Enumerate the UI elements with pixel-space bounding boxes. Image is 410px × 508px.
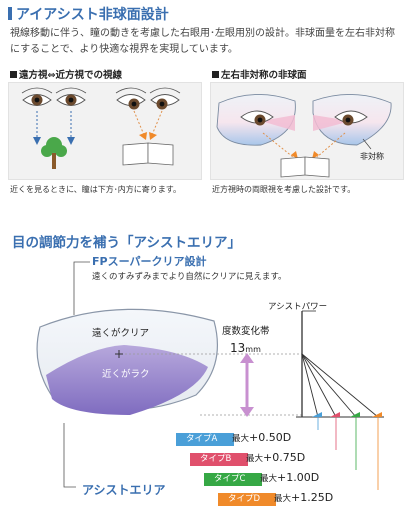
panel-left-illustration	[8, 82, 202, 180]
asymmetric-lens-illustration	[216, 94, 392, 178]
section-title: アイアシスト非球面設計	[8, 4, 169, 24]
type-a-max-prefix: 最大	[232, 434, 250, 444]
fp-title: FPスーパークリア設計	[92, 255, 207, 268]
square-bullet-icon	[10, 71, 17, 78]
band-value-unit: mm	[245, 345, 261, 354]
type-c-tag: タイプC	[204, 473, 262, 486]
type-d-max-prefix: 最大	[274, 494, 292, 504]
panel-left-title-text: 遠方視⇔近方視での視線	[19, 70, 122, 81]
eye-icon	[21, 87, 53, 106]
section-title-text: アイアシスト非球面設計	[16, 7, 169, 23]
far-clear-label: 遠くがクリア	[92, 328, 150, 339]
type-a-marker	[312, 412, 322, 417]
fitting-cross-icon	[115, 350, 123, 358]
type-c-max-value: +1.00D	[277, 471, 320, 484]
book-icon	[280, 156, 330, 178]
eye-icon	[149, 87, 181, 110]
assist-area-label: アシストエリア	[82, 483, 166, 497]
type-b-max-value: +0.75D	[263, 451, 306, 464]
fp-description: 遠くのすみずみまでより自然にクリアに見えます。	[92, 272, 287, 282]
type-b-max-prefix: 最大	[246, 454, 264, 464]
title-bar-mark	[8, 7, 12, 20]
type-d-max: 最大+1.25D	[274, 491, 333, 504]
panel-left-caption: 近くを見るときに、瞳は下方･内方に寄ります。	[10, 185, 181, 194]
eye-icon	[115, 87, 147, 110]
band-value-number: 13	[230, 341, 246, 355]
eye-icon	[240, 110, 274, 126]
square-bullet-icon	[212, 71, 219, 78]
type-a-max: 最大+0.50D	[232, 431, 291, 444]
tree-icon	[41, 137, 67, 169]
type-c-marker	[350, 412, 360, 417]
fp-leader-line	[73, 261, 90, 315]
type-b-max: 最大+0.75D	[246, 451, 305, 464]
type-c-max: 最大+1.00D	[260, 471, 319, 484]
panel-right-title-text: 左右非対称の非球面	[221, 70, 307, 81]
panel-right-caption: 近方視時の両眼視を考慮した設計です。	[212, 185, 356, 194]
near-zone	[46, 345, 208, 415]
type-c-max-prefix: 最大	[260, 474, 278, 484]
type-a-tag: タイプA	[176, 433, 234, 446]
assist-power-label: アシストパワー	[268, 302, 328, 312]
lens-diagram	[36, 261, 384, 490]
panel-right-illustration	[210, 82, 404, 180]
intro-text: 視線移動に伴う、瞳の動きを考慮した右眼用･左眼用別の設計。非球面量を左右非対称に…	[10, 28, 395, 55]
asymmetric-label: 非対称	[360, 152, 384, 161]
band-label: 度数変化帯	[222, 326, 270, 337]
type-b-tag: タイプB	[190, 453, 248, 466]
assist-leader-line	[63, 423, 76, 488]
type-d-tag: タイプD	[218, 493, 276, 506]
type-d-max-value: +1.25D	[291, 491, 334, 504]
near-easy-label: 近くがラク	[102, 369, 150, 380]
type-a-max-value: +0.50D	[249, 431, 292, 444]
eye-icon	[55, 87, 87, 106]
type-b-marker	[330, 412, 340, 417]
eye-icon	[334, 110, 368, 126]
section2-title: 目の調節力を補う「アシストエリア」	[12, 235, 241, 251]
type-d-marker	[372, 412, 382, 417]
band-value: 13mm	[230, 337, 261, 356]
panel-right-title: 左右非対称の非球面	[212, 67, 307, 81]
book-icon	[122, 142, 174, 166]
gaze-illustration	[21, 87, 181, 169]
panel-left-title: 遠方視⇔近方視での視線	[10, 67, 122, 81]
